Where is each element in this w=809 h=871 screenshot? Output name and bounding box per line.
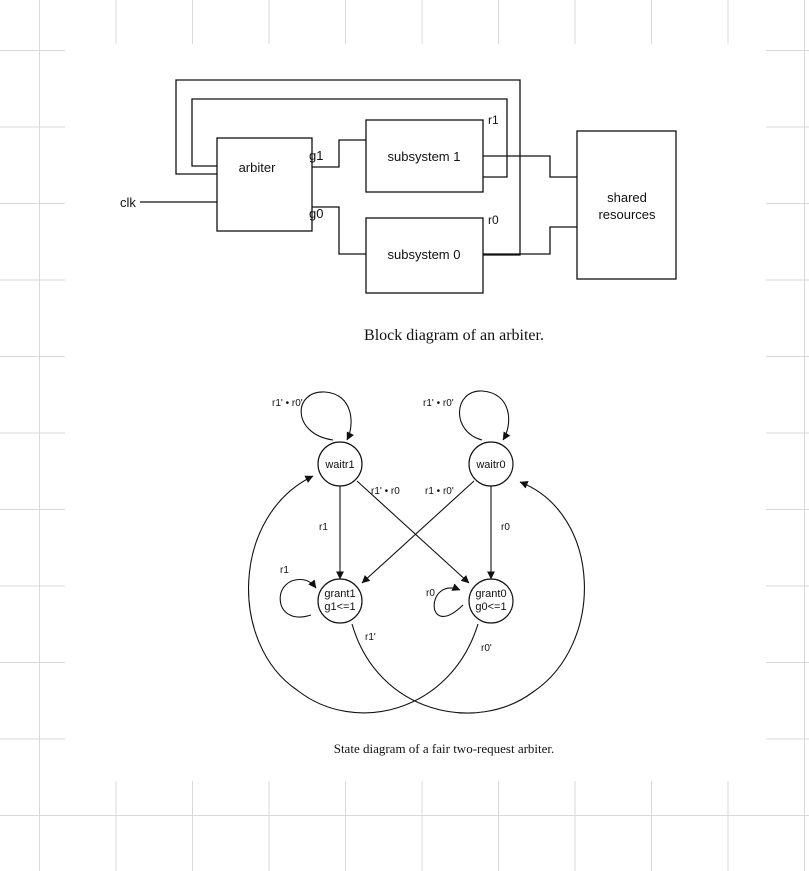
waitr1-to-grant1-label: r1 [319, 522, 328, 533]
subsystem0-resources-wire [483, 226, 577, 255]
grant1-label-line1: grant1 [324, 588, 355, 600]
state-diagram: waitr1 waitr0 grant1 g1<=1 grant0 g0<=1 … [248, 390, 585, 756]
g0-label: g0 [309, 206, 323, 221]
subsystem0-block [365, 217, 484, 294]
waitr1-self-label: r1' • r0' [272, 398, 303, 409]
grant1-to-waitr0-arc [351, 481, 585, 714]
state-waitr0 [468, 441, 514, 487]
waitr0-to-grant1-edge [361, 480, 475, 584]
grant1-to-waitr0-label: r1' [365, 632, 376, 643]
g1-label: g1 [309, 148, 323, 163]
subsystem1-resources-wire [483, 155, 577, 178]
r0-label: r0 [488, 213, 499, 227]
grant1-self-label: r1 [280, 565, 289, 576]
grant0-self-loop [433, 583, 464, 617]
state-waitr1 [317, 441, 363, 487]
waitr0-to-grant1-label: r1 • r0' [425, 486, 454, 497]
g0-wire [312, 206, 366, 255]
waitr1-self-loop [300, 391, 354, 441]
r1-label: r1 [488, 113, 499, 127]
subsystem0-label: subsystem 0 [388, 247, 461, 262]
grant1-label-line2: g1<=1 [324, 601, 355, 613]
r1-feedback-wire [191, 98, 508, 178]
shared-resources-label-line1: shared [607, 190, 647, 205]
g1-wire [312, 139, 366, 168]
waitr1-to-grant0-label: r1' • r0 [371, 486, 400, 497]
grant1-self-loop [279, 579, 317, 618]
grant0-label-line2: g0<=1 [475, 601, 506, 613]
waitr1-to-grant0-edge [356, 480, 470, 584]
state-grant1 [317, 578, 363, 624]
waitr0-to-grant0-label: r0 [501, 522, 510, 533]
grant0-self-label: r0 [426, 588, 435, 599]
block-diagram-caption: Block diagram of an arbiter. [364, 327, 544, 344]
arbiter-block [216, 137, 313, 232]
clk-label: clk [120, 195, 136, 210]
waitr0-label: waitr0 [475, 459, 505, 471]
grant0-to-waitr1-label: r0' [481, 643, 492, 654]
grant0-to-waitr1-arc [248, 475, 479, 714]
subsystem1-label: subsystem 1 [388, 149, 461, 164]
r0-feedback-wire [175, 79, 521, 256]
state-grant0 [468, 578, 514, 624]
arbiter-label: arbiter [239, 160, 277, 175]
grant0-label-line1: grant0 [475, 588, 506, 600]
waitr0-self-loop [459, 390, 511, 441]
subsystem1-block [365, 119, 484, 193]
block-diagram: arbiter subsystem 1 subsystem 0 shared r… [120, 79, 677, 344]
shared-resources-label-line2: resources [598, 207, 656, 222]
figure-canvas: arbiter subsystem 1 subsystem 0 shared r… [120, 79, 677, 756]
state-diagram-caption: State diagram of a fair two-request arbi… [334, 741, 555, 756]
figure-card: arbiter subsystem 1 subsystem 0 shared r… [65, 44, 766, 781]
waitr1-label: waitr1 [324, 459, 354, 471]
shared-resources-block [576, 130, 677, 280]
waitr0-self-label: r1' • r0' [423, 398, 454, 409]
